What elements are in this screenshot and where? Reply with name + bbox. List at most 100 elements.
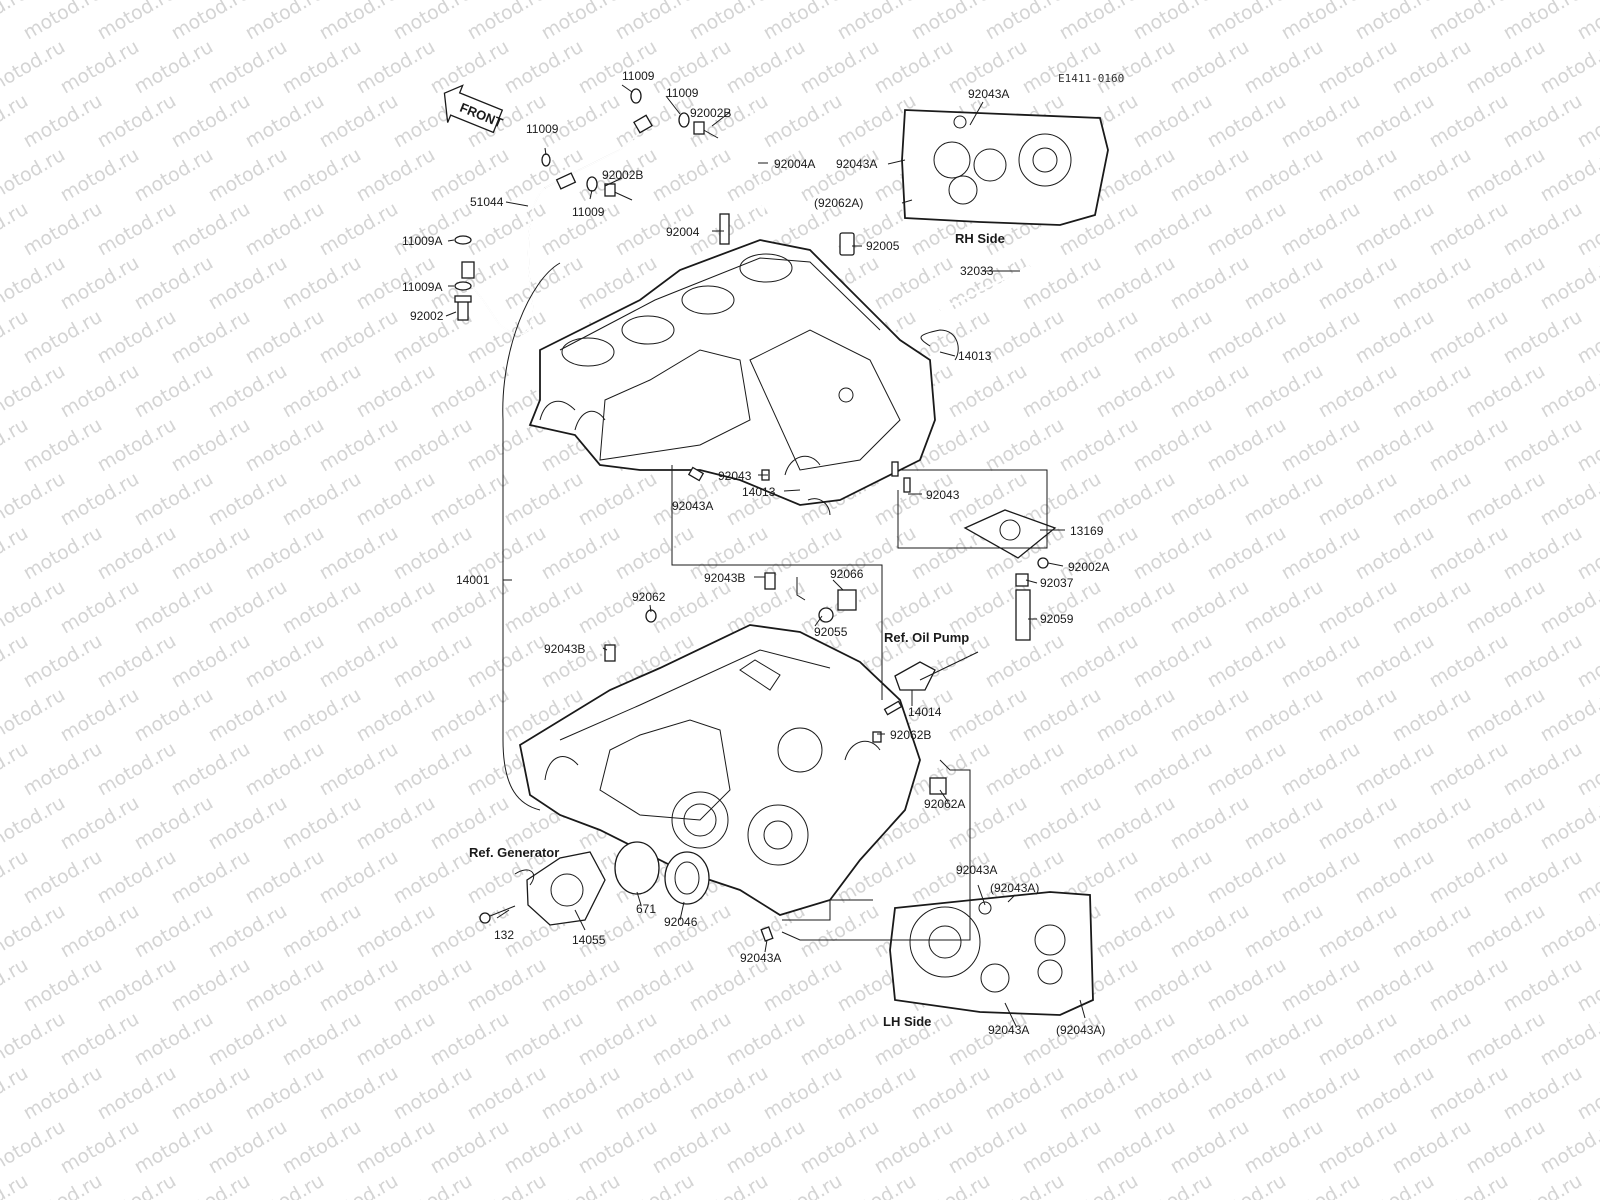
watermark: motod.ru <box>1278 414 1364 477</box>
watermark: motod.ru <box>1204 198 1290 261</box>
callout-92043A[interactable]: 92043A <box>956 863 997 877</box>
watermark: motod.ru <box>131 900 217 963</box>
watermark: motod.ru <box>1463 684 1549 747</box>
watermark: motod.ru <box>57 792 143 855</box>
callout-32033[interactable]: 32033 <box>960 264 994 278</box>
watermark: motod.ru <box>94 846 180 909</box>
watermark: motod.ru <box>1278 846 1364 909</box>
watermark: motod.ru <box>1463 36 1549 99</box>
oil-pump-14014 <box>872 651 979 795</box>
watermark: motod.ru <box>242 1170 328 1200</box>
callout-92055[interactable]: 92055 <box>814 625 848 639</box>
watermark: motod.ru <box>1130 1062 1216 1125</box>
callout-92043A[interactable]: 92043A <box>740 951 781 965</box>
callout-92005[interactable]: 92005 <box>866 239 900 253</box>
callout-11009[interactable]: 11009 <box>526 122 559 136</box>
watermark: motod.ru <box>57 576 143 639</box>
watermark: motod.ru <box>1241 576 1327 639</box>
watermark: motod.ru <box>242 954 328 1017</box>
watermark: motod.ru <box>279 252 365 315</box>
watermark: motod.ru <box>1278 738 1364 801</box>
watermark: motod.ru <box>205 1116 291 1179</box>
watermark: motod.ru <box>1315 1008 1401 1071</box>
watermark: motod.ru <box>1389 144 1475 207</box>
watermark: motod.ru <box>649 144 735 207</box>
watermark: motod.ru <box>1093 1116 1179 1179</box>
callout-11009[interactable]: 11009 <box>666 86 699 100</box>
callout-92043[interactable]: 92043 <box>926 488 960 502</box>
watermark: motod.ru <box>131 792 217 855</box>
callout-92062A[interactable]: 92062A <box>924 797 965 811</box>
callout-92002A[interactable]: 92002A <box>1068 560 1109 574</box>
watermark: motod.ru <box>1500 630 1586 693</box>
watermark: motod.ru <box>1019 1008 1105 1071</box>
callout-92043A[interactable]: 92043A <box>968 87 1009 101</box>
watermark: motod.ru <box>279 684 365 747</box>
callout-92037[interactable]: 92037 <box>1040 576 1074 590</box>
watermark: motod.ru <box>575 576 661 639</box>
watermark: motod.ru <box>1204 1062 1290 1125</box>
watermark: motod.ru <box>834 1170 920 1200</box>
watermark: motod.ru <box>1278 90 1364 153</box>
callout-11009A[interactable]: 11009A <box>402 280 442 294</box>
callout-14013[interactable]: 14013 <box>742 485 776 499</box>
watermark: motod.ru <box>1130 630 1216 693</box>
watermark: motod.ru <box>94 1062 180 1125</box>
callout-51044[interactable]: 51044 <box>470 195 504 209</box>
watermark: motod.ru <box>1389 576 1475 639</box>
callout-92043A[interactable]: (92043A) <box>1056 1023 1105 1037</box>
callout-92066[interactable]: 92066 <box>830 567 864 581</box>
watermark: motod.ru <box>612 522 698 585</box>
watermark: motod.ru <box>1389 1116 1475 1179</box>
callout-14001[interactable]: 14001 <box>456 573 490 587</box>
callout-92046[interactable]: 92046 <box>664 915 698 929</box>
callout-92043B[interactable]: 92043B <box>704 571 745 585</box>
callout-92062A[interactable]: (92062A) <box>814 196 863 210</box>
callout-92043A[interactable]: 92043A <box>672 499 713 513</box>
callout-14013[interactable]: 14013 <box>958 349 992 363</box>
callout-92043[interactable]: 92043 <box>718 469 752 483</box>
watermark: motod.ru <box>1167 792 1253 855</box>
callout-14055[interactable]: 14055 <box>572 933 606 947</box>
watermark: motod.ru <box>1241 144 1327 207</box>
callout-13169[interactable]: 13169 <box>1070 524 1104 538</box>
watermark: motod.ru <box>131 576 217 639</box>
callout-92002[interactable]: 92002 <box>410 309 444 323</box>
callout-92059[interactable]: 92059 <box>1040 612 1074 626</box>
callout-11009[interactable]: 11009 <box>622 69 655 83</box>
callout-92043A[interactable]: (92043A) <box>990 881 1039 895</box>
callout-92043A[interactable]: 92043A <box>836 157 877 171</box>
watermark: motod.ru <box>1315 1116 1401 1179</box>
watermark: motod.ru <box>242 0 328 44</box>
callout-132[interactable]: 132 <box>494 928 514 942</box>
watermark: motod.ru <box>1500 198 1586 261</box>
watermark: motod.ru <box>0 684 69 747</box>
stud-92004A <box>719 109 855 256</box>
callout-92062[interactable]: 92062 <box>632 590 666 604</box>
callout-92002B[interactable]: 92002B <box>690 106 731 120</box>
watermark: motod.ru <box>464 954 550 1017</box>
watermark: motod.ru <box>353 792 439 855</box>
callout-11009[interactable]: 11009 <box>572 205 605 219</box>
callout-92002B[interactable]: 92002B <box>602 168 643 182</box>
watermark: motod.ru <box>501 144 587 207</box>
watermark: motod.ru <box>945 360 1031 423</box>
callout-14014[interactable]: 14014 <box>908 705 942 719</box>
watermark: motod.ru <box>1315 360 1401 423</box>
watermark: motod.ru <box>279 900 365 963</box>
watermark: motod.ru <box>20 306 106 369</box>
watermark: motod.ru <box>20 0 106 44</box>
callout-671[interactable]: 671 <box>636 902 656 916</box>
callout-92004A[interactable]: 92004A <box>774 157 815 171</box>
watermark: motod.ru <box>464 1062 550 1125</box>
watermark: motod.ru <box>945 1008 1031 1071</box>
callout-92043B[interactable]: 92043B <box>544 642 585 656</box>
watermark: motod.ru <box>168 414 254 477</box>
watermark: motod.ru <box>131 1008 217 1071</box>
watermark: motod.ru <box>501 252 587 315</box>
watermark: motod.ru <box>1167 900 1253 963</box>
callout-92004[interactable]: 92004 <box>666 225 700 239</box>
callout-92043A[interactable]: 92043A <box>988 1023 1029 1037</box>
callout-11009A[interactable]: 11009A <box>402 234 442 248</box>
callout-92062B[interactable]: 92062B <box>890 728 931 742</box>
